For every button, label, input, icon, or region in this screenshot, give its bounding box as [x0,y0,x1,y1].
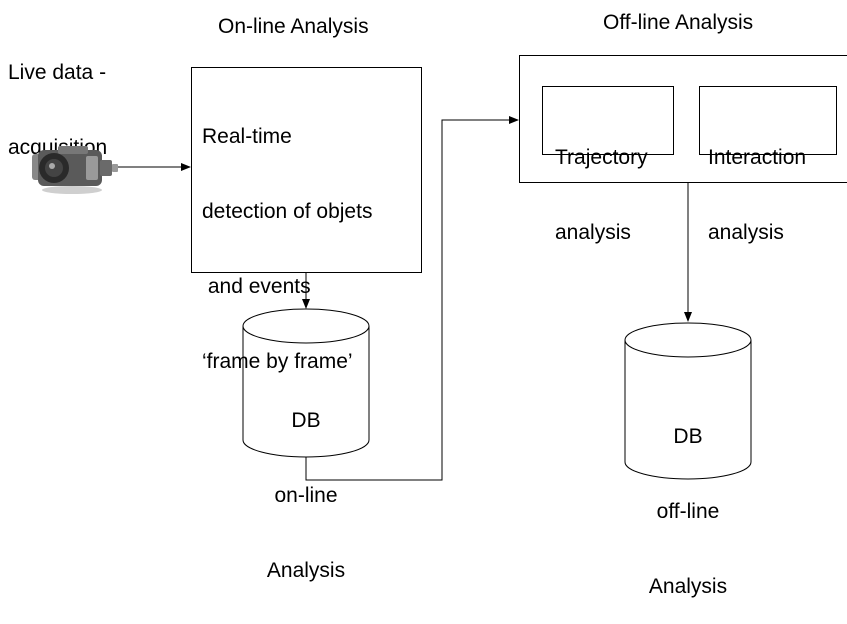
db-online-line3: Analysis [266,559,346,582]
live-data-heading-line1: Live data - [8,61,107,84]
arrow-db-to-offline [305,116,519,481]
interaction-analysis-text: Interaction analysis [708,95,806,295]
realtime-line4: ‘frame by frame’ [202,350,353,373]
interaction-line2: analysis [708,221,784,244]
db-online-label: DB on-line Analysis [243,358,369,608]
db-offline-label: DB off-line Analysis [625,374,751,624]
db-online-cylinder [242,308,370,458]
interaction-line1: Interaction [708,146,807,169]
interaction-analysis-box: Interaction analysis [699,86,837,244]
connector-lines [118,116,752,481]
offline-analysis-heading: Off-line Analysis [603,11,754,34]
online-analysis-heading: On-line Analysis [218,15,369,38]
realtime-line2: detection of objets [202,200,373,223]
trajectory-line1: Trajectory [555,146,648,169]
db-offline-line1: DB [673,425,703,448]
db-offline-line2: off-line [656,500,720,523]
db-online-line1: DB [291,409,321,432]
realtime-line3: and events [202,275,311,298]
realtime-detection-text: Real-time detection of objets and events… [202,74,372,424]
db-online-line2: on-line [274,484,338,507]
db-offline-cylinder [624,322,752,480]
realtime-detection-box: Real-time detection of objets and events… [191,67,422,373]
db-offline-line3: Analysis [648,575,728,598]
trajectory-line2: analysis [555,221,631,244]
trajectory-analysis-box: Trajectory analysis [542,86,674,244]
trajectory-analysis-text: Trajectory analysis [555,95,648,295]
realtime-line1: Real-time [202,125,292,148]
camera-icon [32,146,118,194]
